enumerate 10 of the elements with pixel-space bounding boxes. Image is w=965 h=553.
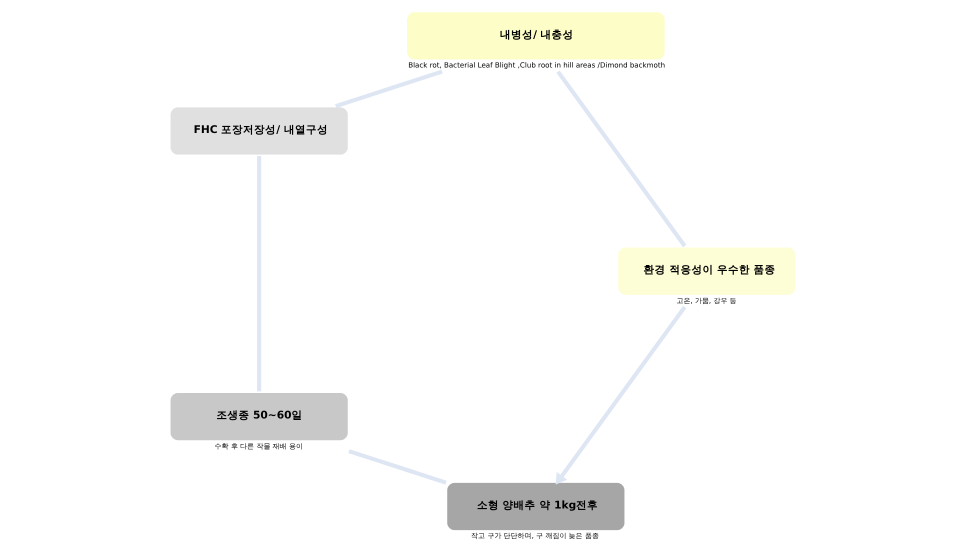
node-box: FHC 포장저장성/ 내열구성 (170, 107, 348, 155)
connector (348, 449, 446, 485)
node-box: 소형 양배추 약 1kg전후 (446, 482, 624, 530)
node-box: 환경 적응성이 우수한 품종 (618, 248, 795, 295)
connector (334, 70, 442, 108)
arrow (555, 306, 686, 485)
connector (556, 70, 686, 248)
connector (256, 156, 261, 392)
node-box: 내병성/ 내충성 (406, 12, 664, 60)
node-box: 조생종 50~60일 (170, 393, 348, 440)
